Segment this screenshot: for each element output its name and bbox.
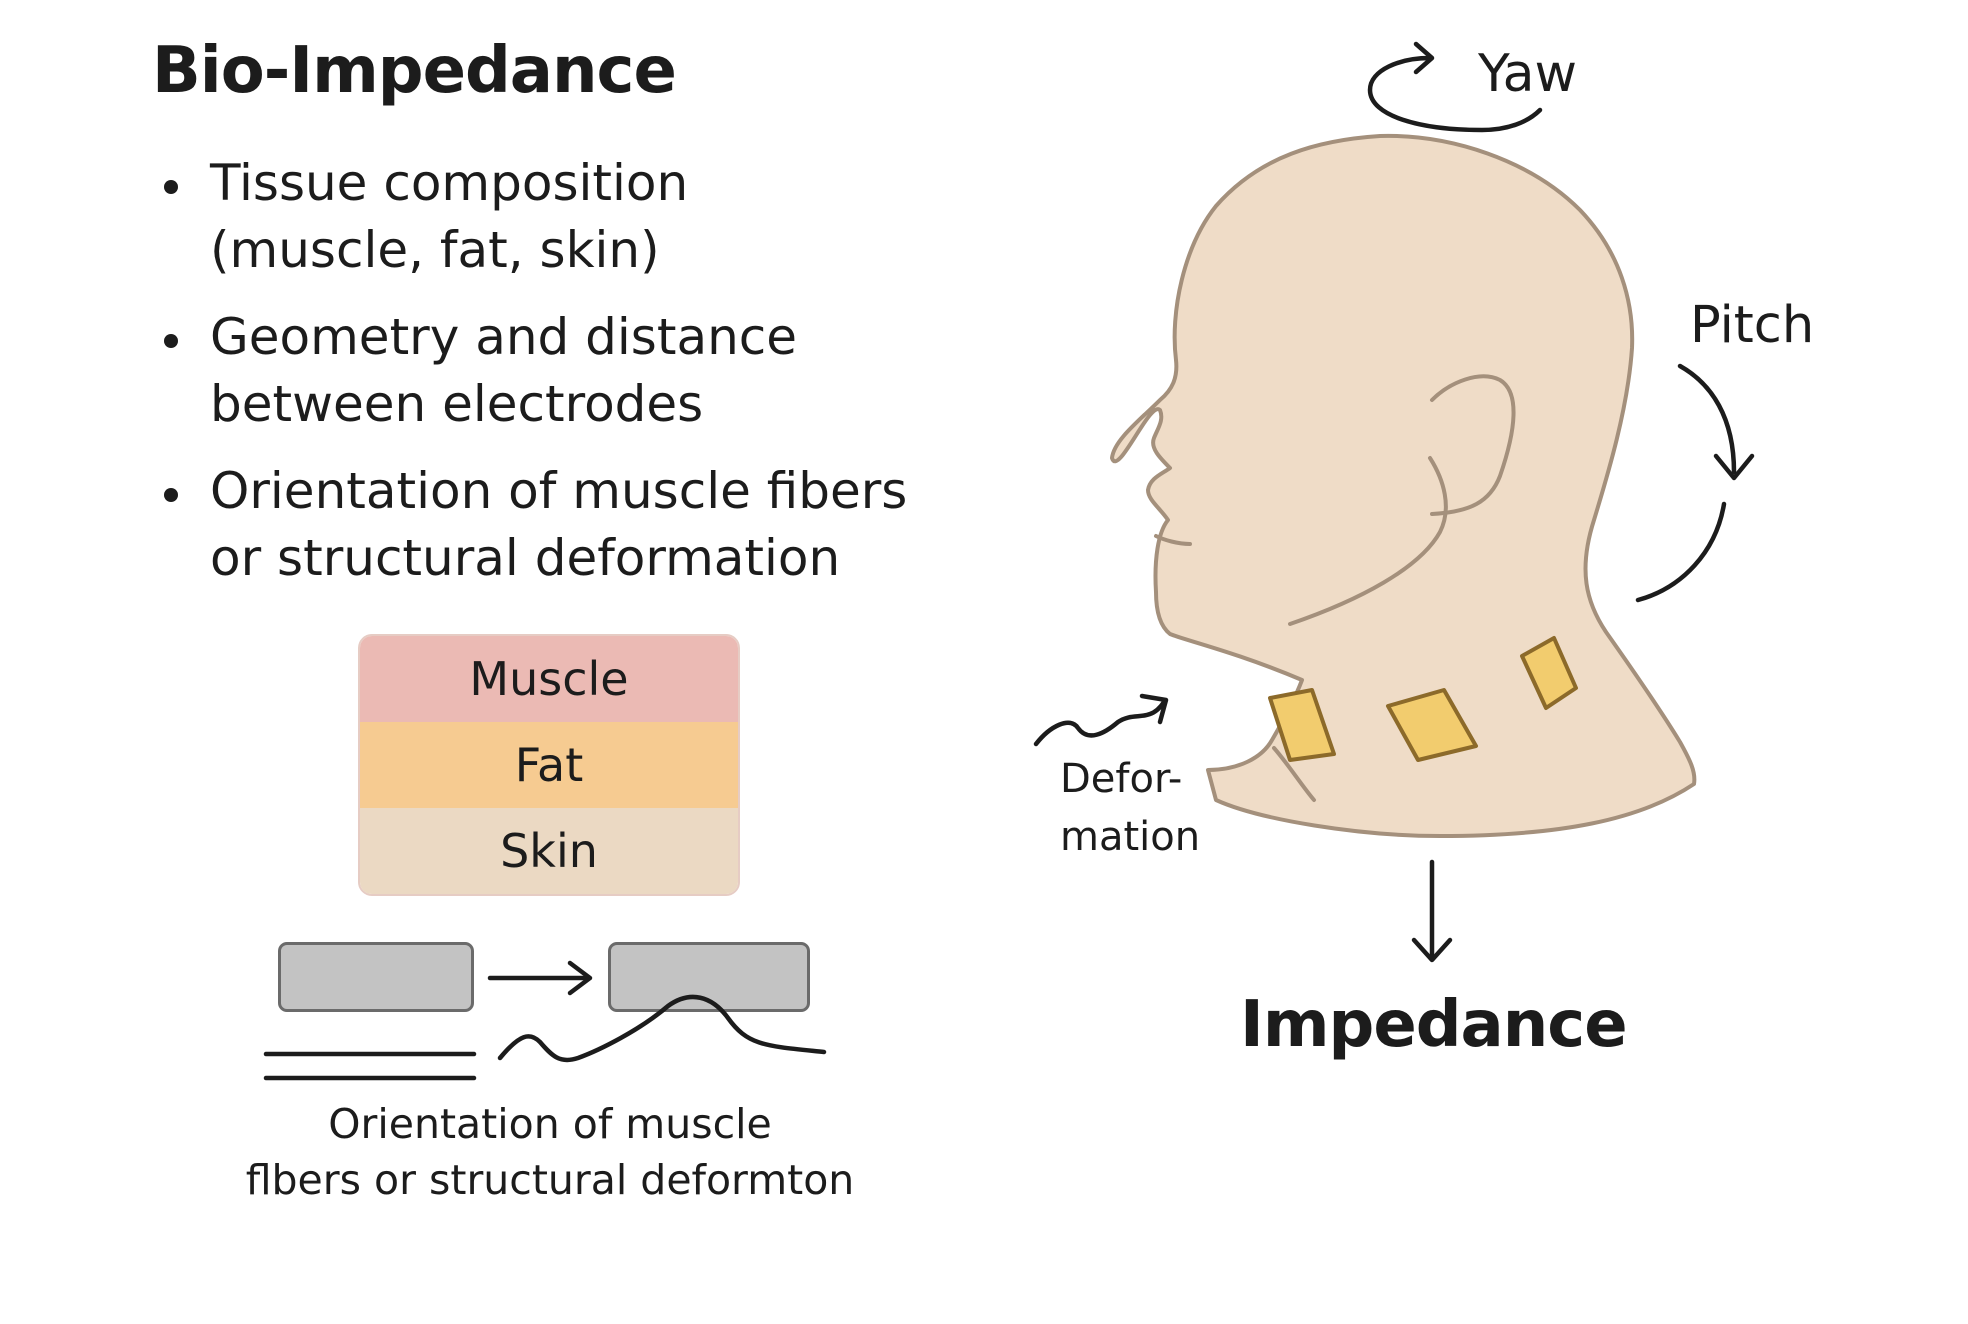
page-title: Bio-Impedance [152, 34, 677, 108]
list-item: Tissue composition (muscle, fat, skin) [152, 150, 952, 284]
throat-line [1272, 746, 1316, 802]
yaw-arrow [1367, 41, 1543, 133]
pitch-label: Pitch [1690, 296, 1815, 355]
aligned-fibers [263, 1051, 477, 1081]
list-item-line: (muscle, fat, skin) [210, 221, 660, 279]
neck-electrodes [1268, 636, 1578, 762]
list-item-line: Orientation of muscle fibers [210, 462, 908, 520]
impedance-down-arrow [1411, 859, 1453, 963]
jaw-line [1288, 456, 1448, 626]
list-item-line: between electrodes [210, 375, 704, 433]
tissue-layer-stack: Muscle Fat Skin [358, 634, 740, 896]
mouth-line [1154, 534, 1192, 546]
electrode-right [1520, 636, 1578, 710]
fiber-caption-line: flbers or structural deformton [245, 1156, 855, 1204]
fat-layer: Fat [360, 722, 738, 808]
fiber-caption-line: Orientation of muscle [328, 1100, 772, 1148]
ear-outline [1430, 374, 1516, 516]
fiber-caption: Orientation of muscle flbers or structur… [220, 1096, 880, 1208]
deformation-label-line: Defor- [1060, 756, 1183, 802]
deformation-arrow [1033, 693, 1169, 747]
factor-list: Tissue composition (muscle, fat, skin) G… [152, 150, 952, 612]
yaw-label: Yaw [1478, 44, 1577, 104]
pitch-arrow [1635, 363, 1755, 603]
impedance-label: Impedance [1240, 988, 1628, 1062]
fiber-arrow [487, 960, 593, 996]
deformed-fiber [497, 994, 827, 1063]
list-item: Geometry and distance between electrodes [152, 304, 952, 438]
deformation-label-line: mation [1060, 814, 1201, 860]
deformation-label: Defor- mation [1060, 750, 1200, 866]
list-item: Orientation of muscle fibers or structur… [152, 458, 952, 592]
electrode-left [1268, 688, 1336, 762]
list-item-line: Geometry and distance [210, 308, 798, 366]
skin-layer: Skin [360, 808, 738, 894]
fiber-block-before [278, 942, 474, 1012]
list-item-line: Tissue composition [210, 154, 689, 212]
electrode-center [1386, 688, 1478, 762]
muscle-layer: Muscle [360, 636, 738, 722]
list-item-line: or structural deformation [210, 529, 841, 587]
